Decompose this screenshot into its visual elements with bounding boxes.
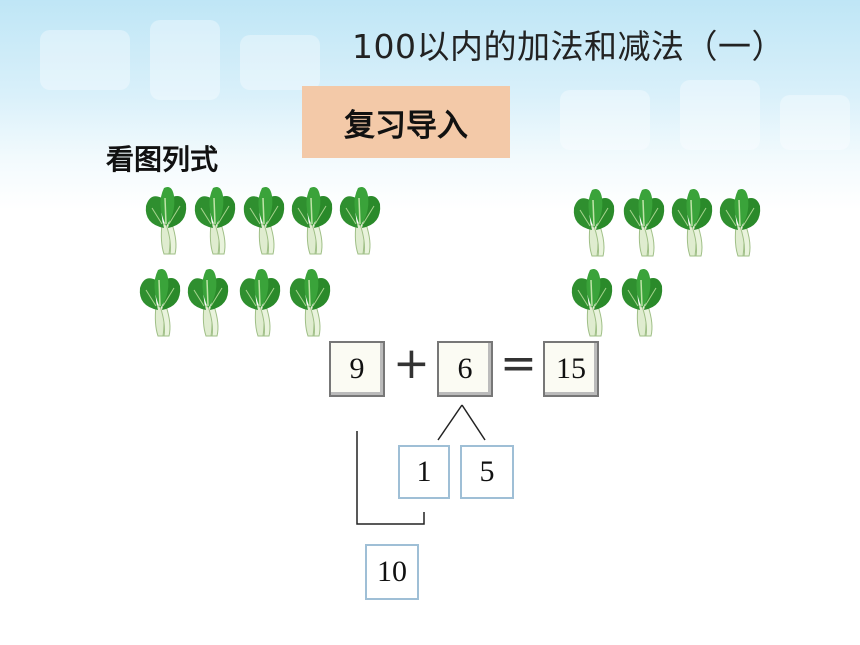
addend2-box: 6 xyxy=(437,341,493,397)
section-tag: 复习导入 xyxy=(302,86,510,158)
part2-box: 5 xyxy=(460,445,514,499)
banner-tile xyxy=(240,35,320,90)
split-line-right xyxy=(461,404,486,441)
equals-sign: = xyxy=(500,338,537,389)
header-banner xyxy=(0,0,860,210)
page-title: 100以内的加法和减法（一） xyxy=(352,27,785,66)
plus-sign: + xyxy=(393,338,430,389)
banner-tile xyxy=(560,90,650,150)
bracket-line xyxy=(356,431,425,525)
sum-box: 15 xyxy=(543,341,599,397)
task-subtitle: 看图列式 xyxy=(106,143,219,176)
banner-tile xyxy=(150,20,220,100)
ten-box: 10 xyxy=(365,544,419,600)
split-line-left xyxy=(437,404,463,441)
part1-box: 1 xyxy=(398,445,450,499)
banner-tile xyxy=(680,80,760,150)
banner-tile xyxy=(40,30,130,90)
addend1-box: 9 xyxy=(329,341,385,397)
banner-tile xyxy=(780,95,850,150)
